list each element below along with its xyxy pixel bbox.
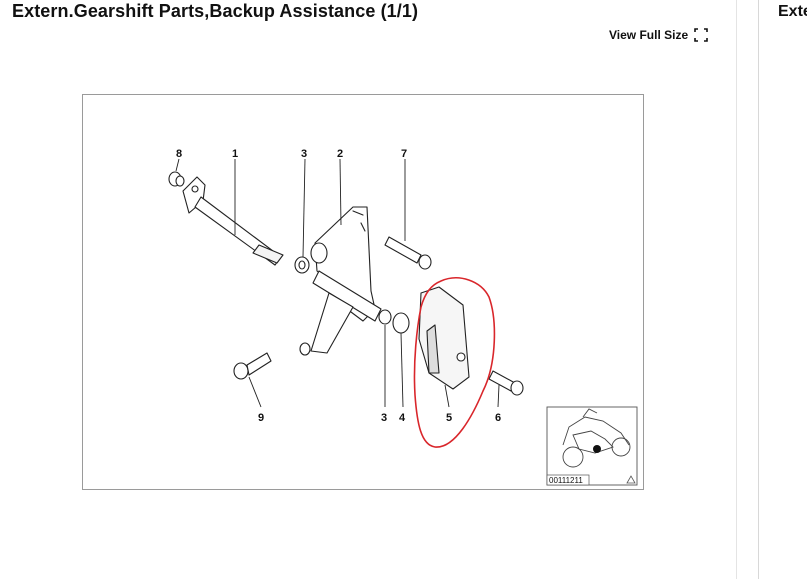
view-full-size-label: View Full Size — [609, 28, 689, 42]
callout-7: 7 — [401, 148, 407, 160]
callout-5: 5 — [446, 412, 452, 424]
diagram-image-id: 00111211 — [549, 476, 583, 485]
view-full-size-link[interactable]: View Full Size — [609, 28, 708, 42]
callout-labels: 8 1 3 2 7 9 3 4 5 6 — [176, 148, 501, 424]
motorcycle-icon — [562, 408, 631, 468]
callout-8: 8 — [176, 148, 182, 160]
callout-3: 3 — [301, 148, 307, 160]
callout-9: 9 — [258, 412, 264, 424]
warning-triangle-icon — [626, 475, 636, 484]
column-divider — [758, 0, 759, 579]
motorcycle-locator-inset: 00111211 — [546, 406, 638, 486]
part-6-bolt — [488, 370, 524, 396]
part-4-circlip — [392, 312, 410, 334]
part-7-bolt — [384, 236, 432, 270]
part-2-bracket — [299, 206, 382, 356]
callout-4: 4 — [399, 412, 406, 424]
callout-3-lower: 3 — [381, 412, 387, 424]
part-9-bolt — [233, 352, 272, 380]
callout-1: 1 — [232, 148, 238, 160]
column-divider — [736, 0, 737, 579]
part-5-assist-knob — [418, 286, 470, 390]
parts-diagram-drawing: 8 1 3 2 7 9 3 4 5 6 00111211 — [168, 148, 638, 486]
location-marker-dot — [593, 445, 601, 453]
callout-2: 2 — [337, 148, 343, 160]
part-3-bush-lower — [378, 309, 392, 325]
next-diagram-title[interactable]: Extern.Gearshift Parts,Backup Assistance — [778, 3, 807, 20]
parts-diagram[interactable]: 8 1 3 2 7 9 3 4 5 6 00111211 — [82, 94, 644, 490]
page-title: Extern.Gearshift Parts,Backup Assistance… — [12, 1, 419, 21]
part-8-nut — [168, 171, 185, 187]
expand-icon — [694, 28, 708, 42]
highlight-circle — [413, 277, 496, 448]
callout-6: 6 — [495, 412, 501, 424]
part-1-shaft — [182, 176, 284, 266]
